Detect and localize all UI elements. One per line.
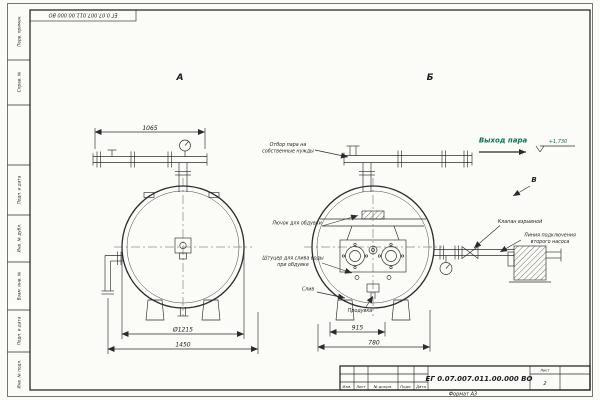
porthole-right <box>381 246 401 266</box>
label-blow-hatch: Лючок для обдувки <box>271 214 359 227</box>
vessel-a-leg <box>145 299 165 321</box>
label-blowdown: Продувка <box>348 295 374 314</box>
sight-frame <box>339 239 407 273</box>
label-text: второго насоса <box>531 240 570 245</box>
dim-b-lower: 780 <box>368 340 380 347</box>
view-b-label: Б <box>427 73 434 83</box>
steam-outlet-group: Выход пара +1,730 <box>479 137 575 155</box>
tb-col-docum: № докум. <box>373 384 393 389</box>
pump <box>507 245 562 283</box>
label-drain-fitting: Штуцер для слива воды при обдувке <box>262 256 353 274</box>
valve-symbol <box>469 245 479 260</box>
label-text: собственные нужды <box>262 149 314 155</box>
label-steam-outlet: Выход пара <box>479 137 528 145</box>
tb-col-podp: Подп. <box>400 384 412 389</box>
sheet-frame: Перв. примен. Справ. № Подп. и дата Инв.… <box>7 3 593 397</box>
dim-pipe-length: 1065 <box>142 125 157 132</box>
blowdown-fitting <box>366 283 380 293</box>
view-b <box>304 145 473 321</box>
stamp-label: Справ. № <box>17 71 22 92</box>
view-a-dimensions: 1065 Ø1215 1450 <box>94 125 259 354</box>
label-safety-valve: Клапан взрывной <box>473 219 542 249</box>
title-doc-number: ЕГ 0.07.007.011.00.000 ВО <box>426 375 533 383</box>
drain-elbow <box>101 251 123 295</box>
pressure-gauge-a <box>179 139 191 157</box>
title-block: Изм. Лист № докум. Подп. Дата ЕГ 0.07.00… <box>339 365 591 398</box>
stamp-label: Подп. и дата <box>17 175 22 204</box>
title-block-border <box>339 365 591 391</box>
pump-line-detail <box>439 245 562 283</box>
vessel-a-leg <box>201 299 221 321</box>
sheet-value: 2 <box>543 381 546 387</box>
label-text: Клапан взрывной <box>498 219 542 225</box>
stamp-label: Перв. примен. <box>17 15 22 46</box>
level-mark-value: +1,730 <box>549 139 568 145</box>
dim-vessel-diameter: Ø1215 <box>172 327 193 334</box>
label-text: Отбор пара на <box>270 142 307 148</box>
valve-symbol <box>461 245 471 260</box>
stamp-label: Инв. № подл. <box>17 360 22 389</box>
porthole-left <box>345 246 365 266</box>
stamp-label: Взам. инв. № <box>17 271 22 300</box>
label-steam-own-needs: Отбор пара на собственные нужды <box>262 142 349 159</box>
view-b-dimensions: 915 780 <box>317 310 431 352</box>
tb-col-data: Дата <box>415 384 427 389</box>
inner-border <box>29 9 591 391</box>
tb-col-izm: Изм. <box>343 384 352 389</box>
label-pump-line: Линия подключения второго насоса <box>499 233 576 253</box>
view-v-arrow: В <box>512 176 537 197</box>
label-text: Слив <box>302 287 315 293</box>
label-drain: Слив <box>302 287 346 300</box>
label-text: при обдувке <box>277 262 309 268</box>
view-v-label: В <box>531 176 536 184</box>
view-labels: А Б <box>176 73 434 83</box>
dim-b-upper: 915 <box>352 325 364 332</box>
view-a <box>92 139 252 321</box>
vessel-b-leg <box>335 299 355 321</box>
stamp-label: Инв. № дубл. <box>17 224 22 253</box>
vessel-b-leg <box>391 299 411 321</box>
tb-col-list: Лист <box>355 384 366 389</box>
view-a-label: А <box>176 73 184 83</box>
level-mark: +1,730 <box>535 139 575 153</box>
pressure-gauge-pump-line <box>439 255 453 275</box>
format-label: Формат А3 <box>449 392 477 398</box>
sheet-label: Лист <box>539 368 550 373</box>
annotations: Отбор пара на собственные нужды Лючок дл… <box>262 142 576 314</box>
stamp-label: Подп. и дата <box>17 316 22 345</box>
label-text: Продувка <box>348 308 372 314</box>
outer-border <box>7 3 593 397</box>
label-text: Штуцер для слива воды <box>262 256 324 262</box>
label-text: Линия подключения <box>523 233 576 239</box>
dim-overall-width: 1450 <box>175 342 190 349</box>
top-hatch <box>361 210 385 220</box>
label-text: Лючок для обдувки <box>271 221 322 227</box>
doc-number-inverted: ЕГ 0.07.007.011.00.000 ВО <box>48 12 117 18</box>
doc-number-box <box>29 9 137 22</box>
